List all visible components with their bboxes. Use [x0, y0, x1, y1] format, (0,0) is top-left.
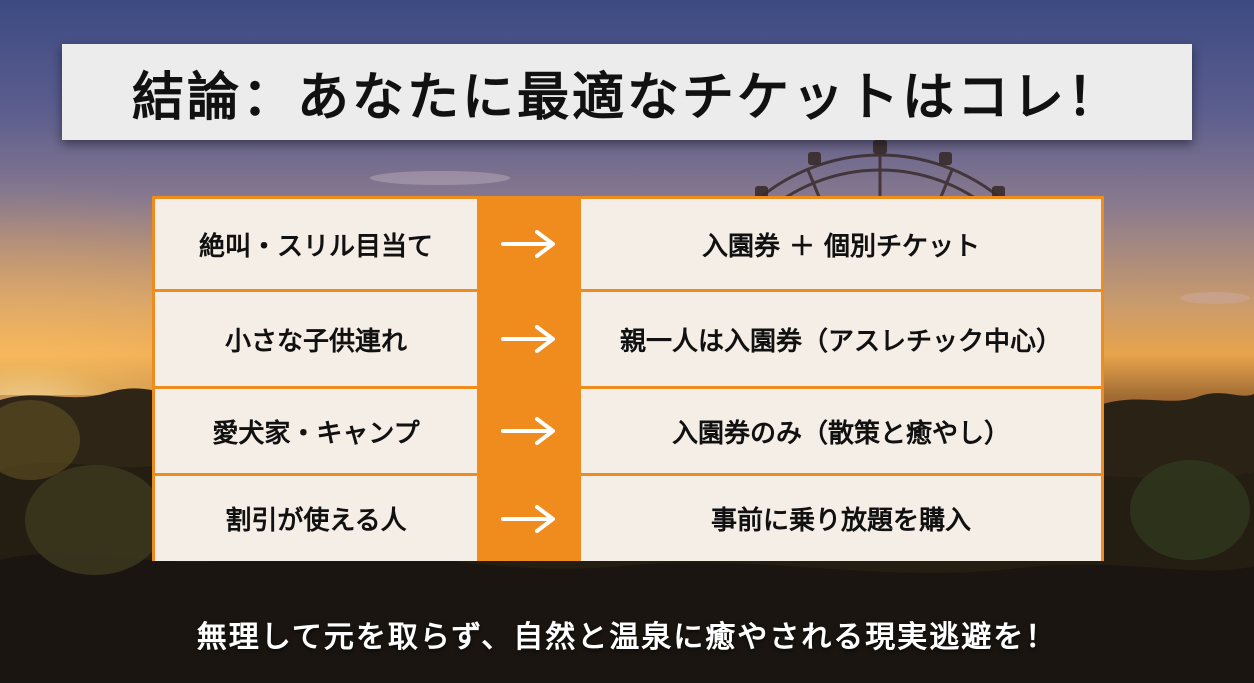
arrow-right-icon	[501, 417, 555, 445]
ticket-cell: 入園券のみ（散策と癒やし）	[581, 389, 1101, 473]
arrow-right-icon	[501, 230, 555, 258]
arrow-right-icon	[501, 325, 555, 353]
arrow-cell	[477, 476, 581, 561]
title-banner: 結論：あなたに最適なチケットはコレ！	[62, 44, 1192, 140]
table-row: 絶叫・スリル目当て 入園券 ＋ 個別チケット	[155, 199, 1101, 289]
arrow-cell	[477, 199, 581, 289]
arrow-cell	[477, 389, 581, 473]
recommendation-table: 絶叫・スリル目当て 入園券 ＋ 個別チケット 小さな子供連れ 親一人は入園券（ア…	[152, 196, 1104, 561]
table-row: 割引が使える人 事前に乗り放題を購入	[155, 473, 1101, 561]
arrow-cell	[477, 292, 581, 386]
ticket-cell: 親一人は入園券（アスレチック中心）	[581, 292, 1101, 386]
footer-message: 無理して元を取らず、自然と温泉に癒やされる現実逃避を！	[196, 620, 1058, 655]
audience-cell: 絶叫・スリル目当て	[155, 199, 477, 289]
table-row: 小さな子供連れ 親一人は入園券（アスレチック中心）	[155, 289, 1101, 386]
audience-cell: 割引が使える人	[155, 476, 477, 561]
arrow-right-icon	[501, 504, 555, 533]
page-title: 結論：あなたに最適なチケットはコレ！	[131, 67, 1122, 128]
audience-cell: 小さな子供連れ	[155, 292, 477, 386]
ticket-cell: 事前に乗り放題を購入	[581, 476, 1101, 561]
audience-cell: 愛犬家・キャンプ	[155, 389, 477, 473]
ticket-cell: 入園券 ＋ 個別チケット	[581, 199, 1101, 289]
table-row: 愛犬家・キャンプ 入園券のみ（散策と癒やし）	[155, 386, 1101, 473]
